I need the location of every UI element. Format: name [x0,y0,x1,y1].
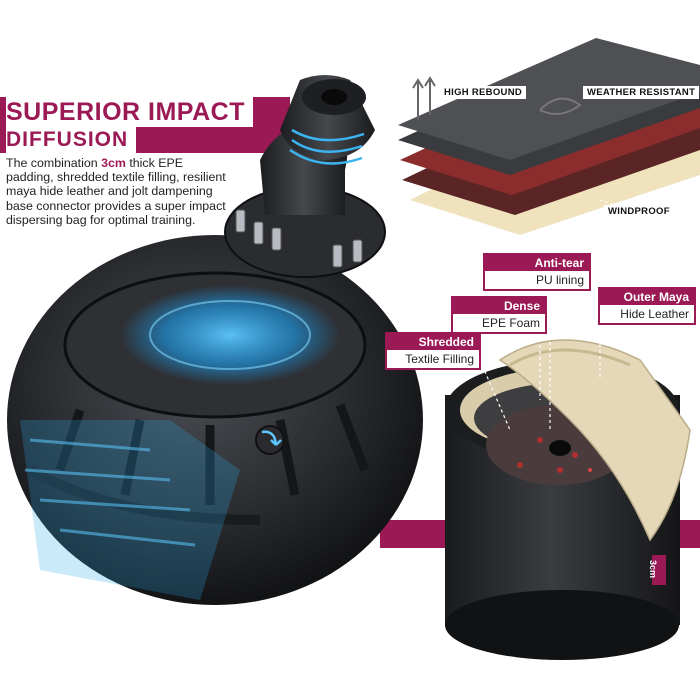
thickness-badge-label: 3cm [648,559,659,579]
callout-shredded: Shredded Textile Filling [385,332,481,370]
callout-anti-tear-title: Anti-tear [485,255,589,271]
layer-stack [398,38,700,235]
jolt-connector [224,75,386,278]
peeled-layer [498,339,691,542]
callout-dense-body: EPE Foam [481,316,540,330]
callout-dense-title: Dense [453,298,545,314]
callout-outer-maya-body: Hide Leather [620,307,689,321]
callout-anti-tear-body: PU lining [535,273,584,287]
callout-shredded-body: Textile Filling [405,352,474,366]
bag-cutaway [445,339,691,660]
description-prefix: The combination [6,156,102,170]
base-ball [7,235,423,605]
rotate-arrow-icon [261,430,282,446]
headline-line-2: DIFFUSION [6,126,137,153]
thickness-badge: 3cm [646,556,672,586]
description-text: The combination 3cm thick EPE padding, s… [6,156,231,227]
motion-blur [20,420,240,600]
callout-shredded-title: Shredded [387,334,479,350]
tag-windproof: WINDPROOF [604,205,674,218]
description-suffix: thick EPE padding, shredded textile fill… [6,156,226,227]
callout-outer-maya-title: Outer Maya [600,289,694,305]
headline-line-1: SUPERIOR IMPACT [6,97,253,127]
tag-weather-resistant: WEATHER RESISTANT [583,86,700,99]
thickness-highlight: 3cm [101,156,126,170]
callout-outer-maya: Outer Maya Hide Leather [598,287,696,325]
tag-high-rebound: HIGH REBOUND [440,86,527,99]
callout-anti-tear: Anti-tear PU lining [483,253,591,291]
callout-dense-foam: Dense EPE Foam [451,296,547,334]
